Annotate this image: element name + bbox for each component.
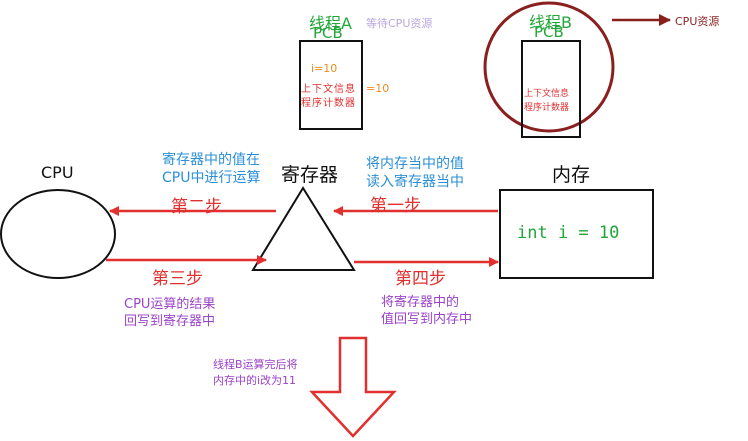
note-line1: 线程B运算完后将 (213, 358, 298, 371)
step1-label: 第一步 (370, 196, 421, 216)
thread-a-pcb-label: PCB (313, 24, 343, 42)
step4-desc-line1: 将寄存器中的 (381, 295, 460, 310)
thread-a-context-line1: 上下文信息 (301, 84, 356, 95)
register-triangle (251, 186, 356, 271)
note-line2: 内存中的i改为11 (213, 374, 297, 387)
step2-label: 第二步 (171, 197, 222, 217)
thread-b-circle (483, 1, 615, 133)
step2-desc-line1: 寄存器中的值在 (162, 152, 260, 168)
step3-desc-line2: 回写到寄存器中 (124, 314, 216, 329)
memory-label: 内存 (552, 164, 591, 186)
thread-a-context-value: =10 (366, 82, 390, 95)
step1-desc-line2: 读入寄存器当中 (366, 174, 464, 190)
thread-b-context-line2: 程序计数器 (524, 103, 570, 113)
register-label: 寄存器 (281, 164, 339, 186)
cpu-label: CPU (41, 163, 74, 182)
thread-a-var: i=10 (311, 62, 338, 75)
thread-b-pcb-label: PCB (534, 23, 564, 41)
cpu-ellipse (0, 189, 116, 279)
thread-a-context-line2: 程序计数器 (301, 98, 356, 109)
thread-a-status: 等待CPU资源 (366, 17, 433, 30)
step2-desc-line2: CPU中进行运算 (162, 170, 261, 186)
step1-desc-line1: 将内存当中的值 (366, 156, 464, 172)
down-arrow (309, 336, 397, 438)
thread-b-title: 线程B (529, 13, 572, 32)
step4-desc-line2: 值回写到内存中 (381, 312, 473, 327)
memory-content: int i = 10 (517, 223, 620, 243)
thread-a-title: 线程A (309, 14, 352, 33)
step4-label: 第四步 (395, 269, 446, 289)
thread-a-pcb-box (299, 40, 363, 130)
cpu-resource-label: CPU资源 (675, 15, 720, 28)
step3-desc-line1: CPU运算的结果 (124, 297, 216, 312)
thread-b-pcb-box (521, 40, 581, 138)
memory-box (499, 189, 654, 279)
step3-label: 第三步 (152, 269, 203, 289)
thread-b-context-line1: 上下文信息 (524, 89, 570, 99)
